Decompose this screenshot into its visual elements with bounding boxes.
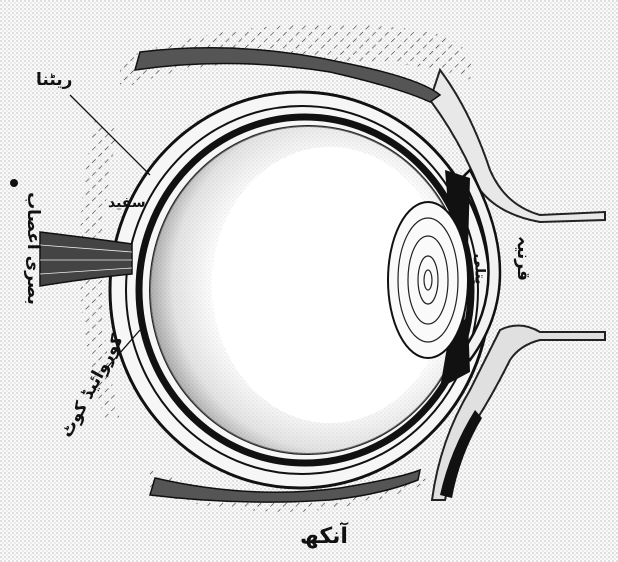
label-retina: ریٹنا bbox=[36, 72, 72, 89]
diagram-caption: آنکھ bbox=[300, 526, 348, 548]
bullet-dot bbox=[10, 179, 18, 187]
label-lens: پتلی bbox=[472, 254, 486, 285]
label-optic-nerve: بصری اعصاب bbox=[24, 192, 41, 305]
label-sclera: سفید bbox=[108, 196, 146, 210]
label-cornea: قرنیہ bbox=[514, 236, 531, 281]
lens bbox=[388, 202, 468, 358]
